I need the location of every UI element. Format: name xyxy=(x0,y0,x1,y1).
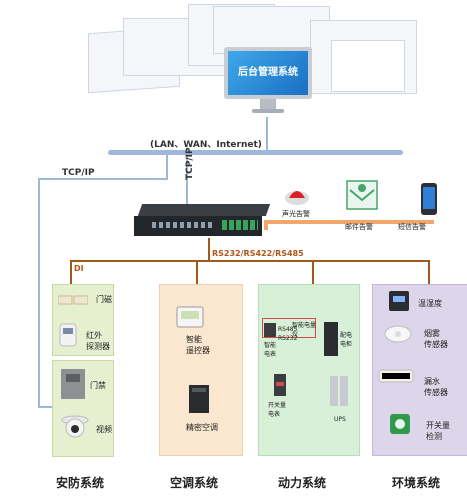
alarm-link-line xyxy=(264,220,434,224)
power-item-6: UPS xyxy=(334,416,346,423)
device-terminals xyxy=(222,220,258,230)
siren-icon xyxy=(283,184,311,206)
tcpip-left-vertical xyxy=(38,178,40,408)
power-meter-icon xyxy=(264,322,276,337)
ups-icon xyxy=(330,376,348,406)
power-item-3: 智能 电表 xyxy=(264,342,277,358)
access-control-icon xyxy=(60,368,86,400)
tcpip-left-horizontal xyxy=(38,178,168,180)
envelope-icon xyxy=(346,180,378,210)
drop-environment xyxy=(428,260,430,284)
distribution-cabinet-icon xyxy=(324,322,338,356)
monitor-screen xyxy=(228,51,308,95)
system-name-security: 安防系统 xyxy=(56,476,105,490)
env-item-1: 烟雾 传感器 xyxy=(424,329,448,349)
env-item-3: 开关量 检测 xyxy=(426,421,450,441)
tcpip-left-label: TCP/IP xyxy=(62,168,95,178)
drop-power xyxy=(312,260,314,284)
infrared-detector-icon xyxy=(58,322,78,348)
security-item-1: 红外 探测器 xyxy=(86,331,110,351)
env-item-2: 漏水 传感器 xyxy=(424,377,448,397)
serial-label: RS232/RS422/RS485 xyxy=(212,249,304,258)
env-item-0: 温湿度 xyxy=(418,299,442,308)
power-item-5: 配电 电柜 xyxy=(340,332,353,348)
security-item-0: 门磁 xyxy=(96,295,112,304)
power-item-2: 智能电量 仪 xyxy=(292,322,317,338)
drop-security xyxy=(70,260,72,284)
monitor-to-network-line xyxy=(266,117,268,151)
remote-controller-icon xyxy=(176,306,204,328)
switch-meter-icon xyxy=(274,374,286,396)
power-bus-box xyxy=(262,318,316,338)
monitor-title: 后台管理系统 xyxy=(238,67,298,78)
device-ports xyxy=(152,222,212,228)
alarm-link-up xyxy=(264,220,268,230)
temp-humidity-icon xyxy=(388,290,410,312)
serial-bus xyxy=(70,260,430,262)
aircon-item-0: 智能 遥控器 xyxy=(186,335,210,355)
camera-icon xyxy=(60,414,90,440)
power-item-1: RS232 xyxy=(278,335,298,342)
power-panel xyxy=(258,284,360,456)
drop-aircon xyxy=(196,260,198,284)
device-down-line xyxy=(208,238,210,260)
power-item-0: RS485 xyxy=(278,326,298,333)
security-item-3: 视频 xyxy=(96,425,112,434)
dashboard-screen-6 xyxy=(331,40,405,92)
alarm-label-2: 短信告警 xyxy=(398,223,426,231)
tcpip-vertical-label: TCP/IP xyxy=(185,147,195,180)
monitor-base xyxy=(252,109,284,113)
monitor-stand xyxy=(260,99,276,109)
door-magnet-icon xyxy=(57,292,89,306)
system-name-power: 动力系统 xyxy=(278,476,327,490)
water-leak-icon xyxy=(378,366,414,386)
alarm-label-0: 声光告警 xyxy=(282,210,310,218)
device-top xyxy=(137,204,271,216)
aircon-item-1: 精密空调 xyxy=(186,423,218,432)
tcpip-left-to-security xyxy=(38,406,52,408)
air-conditioner-icon xyxy=(188,384,210,414)
tcpip-left-to-bar xyxy=(166,154,168,180)
monitor: 后台管理系统 xyxy=(224,47,312,117)
network-label: (LAN、WAN、Internet) xyxy=(150,140,262,150)
phone-icon xyxy=(420,182,438,216)
alarm-label-1: 邮件告警 xyxy=(345,223,373,231)
security-item-2: 门禁 xyxy=(90,381,106,390)
gateway-device xyxy=(134,204,271,238)
power-item-4: 开关量 电表 xyxy=(268,402,287,418)
system-name-aircon: 空调系统 xyxy=(170,476,219,490)
tcpip-vertical-line xyxy=(186,154,188,206)
smoke-sensor-icon xyxy=(384,324,412,344)
switch-detect-icon xyxy=(388,410,412,436)
di-label: DI xyxy=(74,264,84,273)
system-name-environment: 环境系统 xyxy=(392,476,441,490)
network-bar xyxy=(108,150,403,155)
